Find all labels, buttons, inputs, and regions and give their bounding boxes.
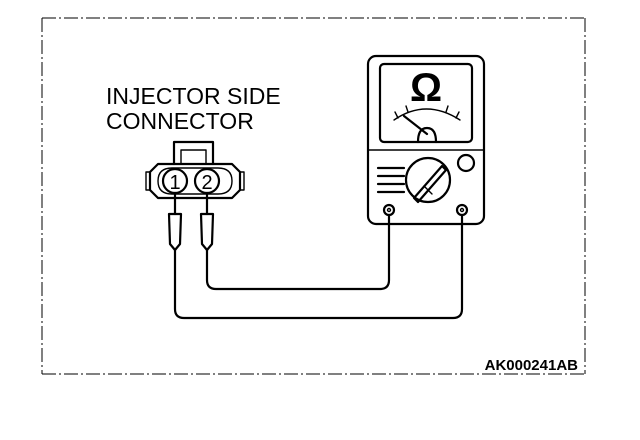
ohm-symbol: Ω bbox=[410, 66, 442, 110]
connector-icon bbox=[145, 140, 245, 200]
figure-code: AK000241AB bbox=[485, 357, 579, 374]
test-leads bbox=[173, 212, 464, 320]
connector-label-line1: INJECTOR SIDE bbox=[106, 83, 281, 109]
pin-1-label: 1 bbox=[169, 172, 180, 194]
figure-frame bbox=[41, 17, 586, 375]
probe-icon bbox=[167, 191, 215, 252]
connector-label-line2: CONNECTOR bbox=[106, 108, 254, 134]
pin-2-label: 2 bbox=[201, 172, 212, 194]
ohmmeter-icon bbox=[366, 54, 486, 226]
